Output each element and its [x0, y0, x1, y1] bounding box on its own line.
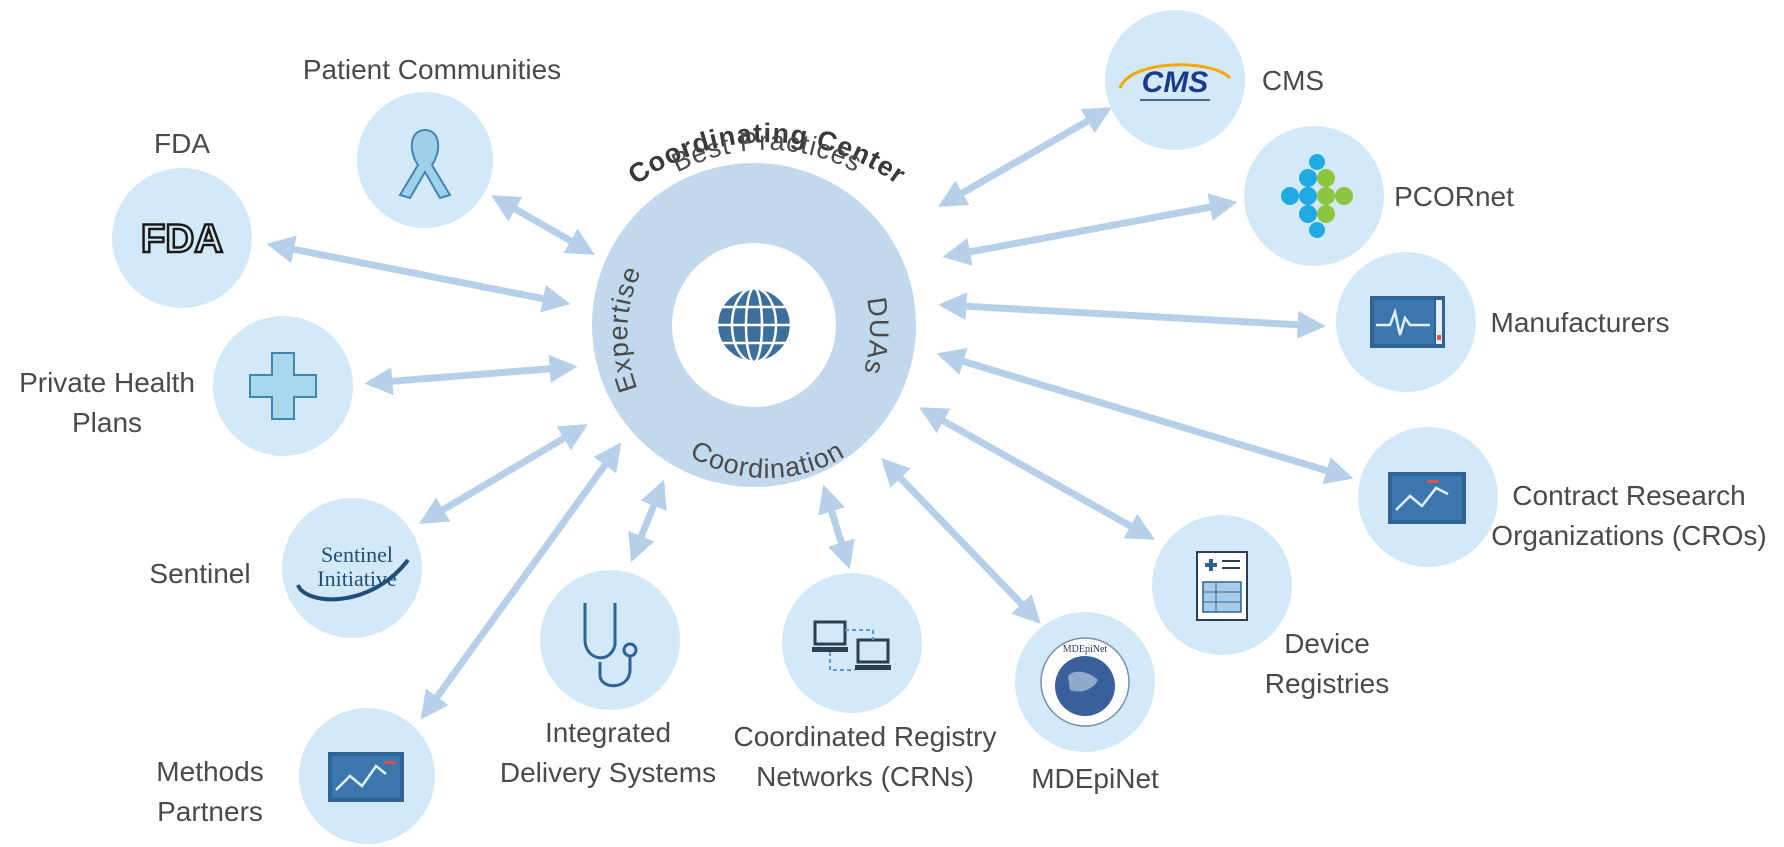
arrow-device-registries	[919, 406, 1155, 541]
node-label: Device	[1284, 628, 1370, 659]
node-label: PCORnet	[1394, 181, 1514, 212]
node-label-line-2: Partners	[157, 796, 263, 827]
node-label: Manufacturers	[1491, 307, 1670, 338]
arrow-patient-communities	[491, 194, 595, 256]
node-label: Sentinel	[149, 558, 250, 589]
node-fda: FDA FDA	[112, 128, 252, 308]
node-cms: CMS CMS	[1105, 10, 1324, 150]
node-circle	[1105, 10, 1245, 150]
arrow-cros	[936, 348, 1354, 484]
arrow-cms	[938, 106, 1112, 208]
node-label-line-2: Registries	[1265, 668, 1389, 699]
arrow-sentinel	[419, 423, 588, 525]
node-integrated-delivery-systems: Integrated Delivery Systems	[500, 570, 716, 788]
svg-text:CMS: CMS	[1142, 66, 1209, 99]
arrow-manufacturers	[938, 292, 1326, 339]
arrow-fda	[266, 235, 571, 313]
ecg-monitor-icon	[1370, 296, 1445, 348]
cms-logo: CMS	[1118, 63, 1232, 101]
arrow-private-health-plans	[364, 354, 578, 396]
globe-icon	[715, 286, 793, 364]
node-label-line-2: Delivery Systems	[500, 757, 716, 788]
arrow-pcornet	[942, 193, 1238, 266]
coordinating-center: Coordinating Center Best Practices DUAs …	[592, 118, 916, 487]
registry-form-icon	[1196, 551, 1248, 621]
node-label: CMS	[1262, 65, 1324, 96]
fda-logo: FDA	[141, 217, 223, 261]
node-circle	[782, 573, 922, 713]
node-label: MDEpiNet	[1031, 763, 1159, 794]
ribbon-icon	[398, 128, 452, 200]
node-patient-communities: Patient Communities	[303, 54, 561, 228]
node-device-registries: Device Registries	[1152, 515, 1389, 699]
node-pcornet: PCORnet	[1244, 126, 1514, 266]
chart-monitor-icon	[1388, 472, 1466, 524]
svg-text:Initiative: Initiative	[317, 566, 396, 591]
node-label-line-2: Plans	[72, 407, 142, 438]
node-coordinated-registry-networks: Coordinated Registry Networks (CRNs)	[733, 573, 997, 792]
arrow-methods-partners	[420, 442, 622, 720]
node-label: FDA	[154, 128, 210, 159]
node-cros: Contract Research Organizations (CROs)	[1358, 427, 1767, 567]
node-label-line-2: Organizations (CROs)	[1491, 520, 1766, 551]
pcornet-dots-logo	[1281, 154, 1353, 238]
node-manufacturers: Manufacturers	[1336, 252, 1669, 392]
chart-monitor-icon	[328, 752, 404, 802]
node-private-health-plans: Private Health Plans	[19, 316, 353, 456]
node-label: Methods	[156, 756, 263, 787]
node-circle	[282, 498, 422, 638]
node-label: Coordinated Registry	[733, 721, 996, 752]
node-circle	[112, 168, 252, 308]
node-label-line-2: Networks (CRNs)	[756, 761, 974, 792]
connection-arrows	[266, 106, 1354, 720]
node-label: Patient Communities	[303, 54, 561, 85]
node-sentinel: Sentinel Initiative Sentinel	[149, 498, 422, 638]
mdepinet-globe-logo: MDEpiNet	[1040, 637, 1130, 727]
node-circle	[540, 570, 680, 710]
svg-text:Sentinel: Sentinel	[321, 542, 393, 567]
medical-cross-icon	[249, 352, 317, 420]
arrow-coordinated-registry-networks	[818, 484, 855, 570]
node-label: Integrated	[545, 717, 671, 748]
stethoscope-icon	[583, 603, 638, 688]
arrow-mdepinet	[881, 457, 1041, 625]
arrow-integrated-delivery-systems	[628, 479, 667, 563]
node-label: Private Health	[19, 367, 195, 398]
node-label: Contract Research	[1512, 480, 1745, 511]
svg-text:MDEpiNet: MDEpiNet	[1063, 644, 1108, 655]
network-computers-icon	[812, 620, 891, 671]
node-mdepinet: MDEpiNet MDEpiNet	[1015, 612, 1159, 794]
node-methods-partners: Methods Partners	[156, 708, 435, 844]
sentinel-logo: Sentinel Initiative	[296, 542, 410, 602]
